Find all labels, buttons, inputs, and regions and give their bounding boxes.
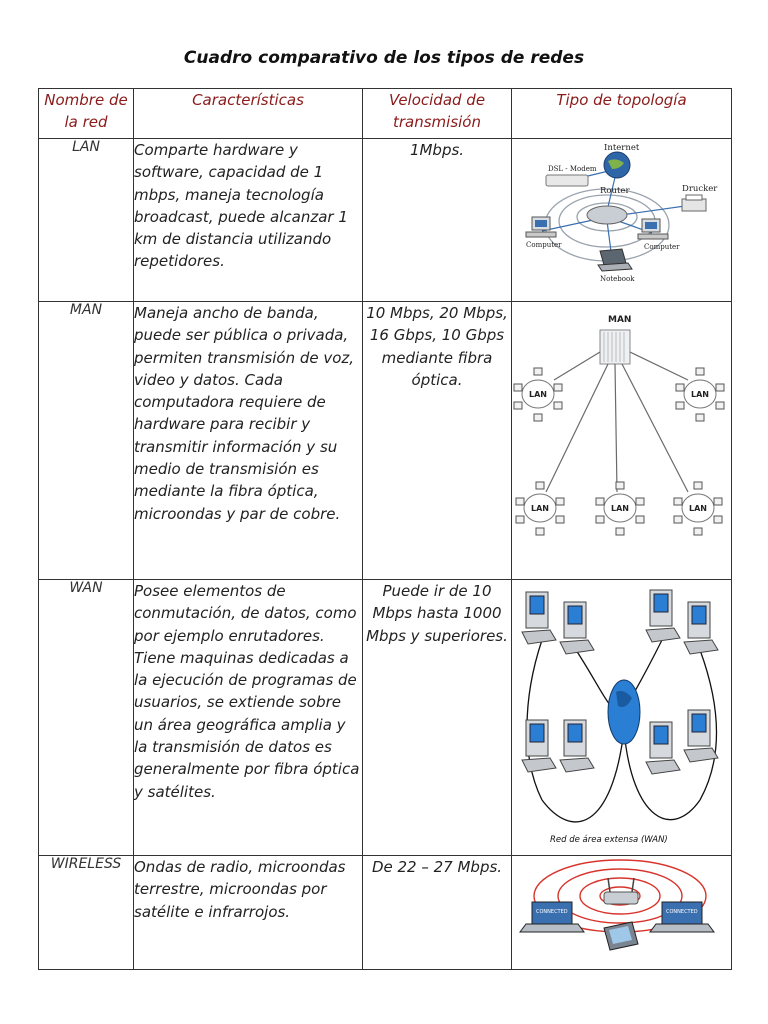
page-title: Cuadro comparativo de los tipos de redes	[183, 48, 585, 68]
pc-icon	[693, 527, 703, 536]
lan-cluster: LAN	[675, 367, 725, 422]
pc-icon	[615, 527, 625, 536]
pc-icon	[555, 515, 565, 524]
wireless-diagram: CONNECTED CONNECTED	[511, 855, 732, 970]
network-characteristics: Comparte hardware y software, capacidad …	[133, 138, 363, 302]
pc-icon	[595, 497, 605, 506]
pc-icon	[555, 497, 565, 506]
comparison-table: Nombre de la red Características Velocid…	[38, 88, 732, 970]
network-speed: 1Mbps.	[362, 138, 512, 302]
network-speed: Puede ir de 10 Mbps hasta 1000 Mbps y su…	[362, 579, 512, 856]
network-characteristics: Maneja ancho de banda, puede ser pública…	[133, 301, 363, 580]
diagram-label: Router	[600, 186, 630, 196]
network-speed: 10 Mbps, 20 Mbps, 16 Gbps, 10 Gbps media…	[362, 301, 512, 580]
lan-diagram: Internet DSL - Modem Router Drucker Comp…	[511, 138, 732, 302]
computer-icon	[559, 601, 595, 655]
header-topology: Tipo de topología	[511, 88, 732, 139]
computer-icon	[645, 589, 681, 643]
pda-icon	[603, 921, 639, 951]
laptop-icon: CONNECTED	[649, 901, 715, 933]
pc-icon	[635, 515, 645, 524]
header-name: Nombre de la red	[38, 88, 134, 139]
network-speed: De 22 – 27 Mbps.	[362, 855, 512, 970]
pc-icon	[695, 413, 705, 422]
computer-icon	[559, 719, 595, 773]
modem-icon	[545, 174, 589, 187]
lan-cluster: LAN	[673, 481, 723, 536]
notebook-icon	[597, 248, 633, 272]
pc-icon	[635, 497, 645, 506]
pc-icon	[595, 515, 605, 524]
router-icon	[586, 205, 628, 225]
pc-icon	[675, 383, 685, 392]
pc-icon	[513, 383, 523, 392]
header-row: Nombre de la red Características Velocid…	[38, 88, 732, 139]
man-diagram: MAN LAN LAN LAN LAN LAN	[511, 301, 732, 580]
pc-icon	[693, 481, 703, 490]
access-point-icon	[603, 877, 639, 905]
pc-icon	[695, 367, 705, 376]
pc-icon	[553, 401, 563, 410]
network-characteristics: Posee elementos de conmutación, de datos…	[133, 579, 363, 856]
lan-node-label: LAN	[611, 504, 629, 513]
pc-icon	[515, 515, 525, 524]
lan-cluster: LAN	[595, 481, 645, 536]
pc-icon	[713, 515, 723, 524]
pc-icon	[533, 367, 543, 376]
network-name: WIRELESS	[38, 855, 134, 970]
globe-icon	[607, 679, 641, 745]
header-characteristics: Características	[133, 88, 363, 139]
lan-node-label: LAN	[529, 390, 547, 399]
lan-node-label: LAN	[691, 390, 709, 399]
computer-icon	[683, 601, 719, 655]
diagram-label: Notebook	[600, 275, 635, 283]
pc-icon	[553, 383, 563, 392]
pc-icon	[673, 497, 683, 506]
computer-icon	[637, 218, 669, 240]
lan-node-label: LAN	[531, 504, 549, 513]
diagram-label: Computer	[644, 243, 680, 251]
pc-icon	[515, 497, 525, 506]
table-row-wireless: WIRELESS Ondas de radio, microondas terr…	[38, 855, 732, 970]
lan-cluster: LAN	[515, 481, 565, 536]
laptop-screen-label: CONNECTED	[666, 909, 698, 915]
diagram-label: MAN	[608, 315, 631, 325]
computer-icon	[521, 719, 557, 773]
lan-node-label: LAN	[689, 504, 707, 513]
hub-icon	[599, 329, 631, 365]
lan-cluster: LAN	[513, 367, 563, 422]
laptop-screen-label: CONNECTED	[536, 909, 568, 915]
table-row-wan: WAN Posee elementos de conmutación, de d…	[38, 579, 732, 856]
diagram-caption: Red de área extensa (WAN)	[550, 835, 668, 845]
laptop-icon: CONNECTED	[519, 901, 585, 933]
wan-diagram: Red de área extensa (WAN)	[511, 579, 732, 856]
network-characteristics: Ondas de radio, microondas terrestre, mi…	[133, 855, 363, 970]
pc-icon	[675, 401, 685, 410]
computer-icon	[683, 709, 719, 763]
pc-icon	[715, 383, 725, 392]
printer-icon	[681, 194, 707, 212]
pc-icon	[533, 413, 543, 422]
pc-icon	[535, 481, 545, 490]
computer-icon	[521, 591, 557, 645]
table-row-man: MAN Maneja ancho de banda, puede ser púb…	[38, 301, 732, 580]
header-speed: Velocidad de transmisión	[362, 88, 512, 139]
network-name: WAN	[38, 579, 134, 856]
diagram-label: Computer	[526, 241, 562, 249]
network-name: MAN	[38, 301, 134, 580]
pc-icon	[513, 401, 523, 410]
pc-icon	[535, 527, 545, 536]
pc-icon	[713, 497, 723, 506]
diagram-label: Internet	[604, 143, 640, 153]
computer-icon	[645, 721, 681, 775]
computer-icon	[525, 216, 557, 238]
pc-icon	[715, 401, 725, 410]
pc-icon	[673, 515, 683, 524]
pc-icon	[615, 481, 625, 490]
diagram-label: Drucker	[682, 184, 718, 194]
diagram-label: DSL - Modem	[548, 165, 597, 173]
table-row-lan: LAN Comparte hardware y software, capaci…	[38, 138, 732, 302]
network-name: LAN	[38, 138, 134, 302]
